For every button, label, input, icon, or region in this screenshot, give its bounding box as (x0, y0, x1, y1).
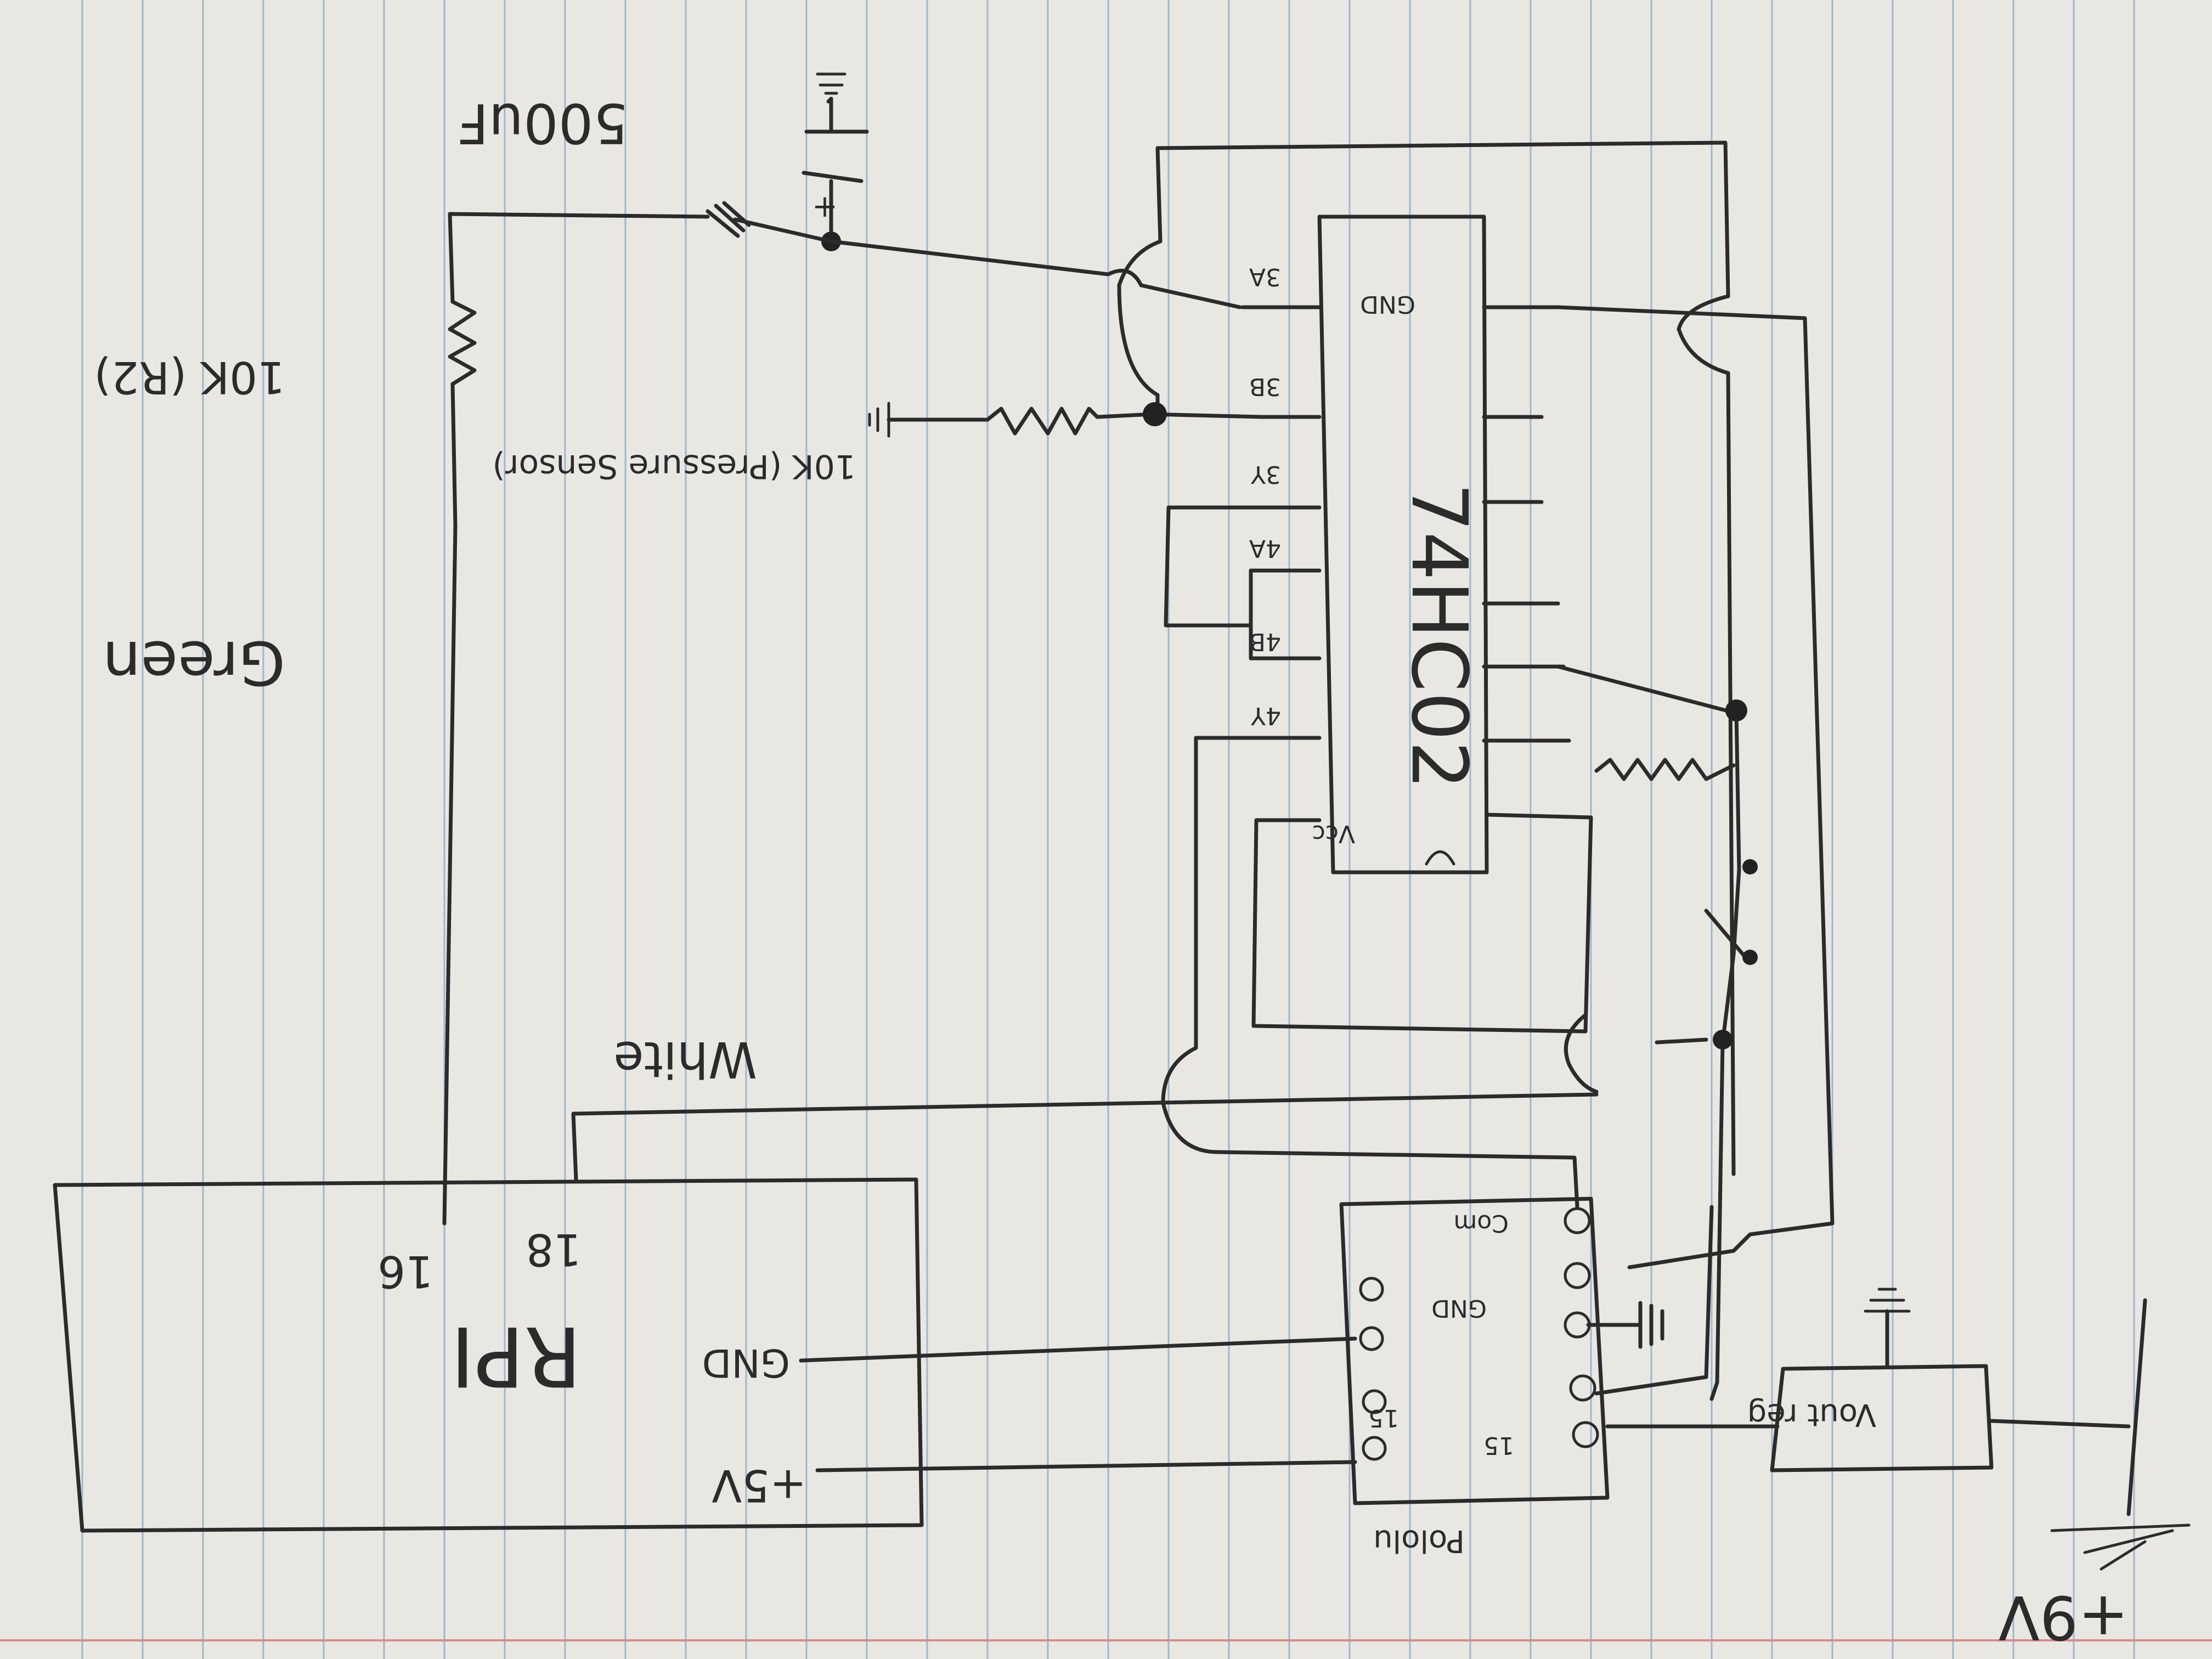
wire-white (571, 1092, 1599, 1182)
node-pot (1143, 402, 1167, 426)
wire-outer-top (1155, 140, 1736, 1176)
rpi-block: RPI 16 18 GND +5V (53, 1177, 924, 1533)
wire-vreg-to-batt (1989, 1419, 2131, 1429)
wire-rpi-5v (815, 1460, 1357, 1472)
wire-pololu-gnd-cap (1586, 1301, 1664, 1349)
pololu-gnd: GND (1431, 1294, 1487, 1322)
chip-label: 74HC02 (1394, 483, 1483, 789)
capacitor-500uf: + 500uF (457, 72, 869, 241)
rpi-pin-5v: +5V (712, 1460, 806, 1511)
pololu-label: Pololu (1373, 1523, 1465, 1559)
rpi-pin-16: 16 (377, 1246, 433, 1297)
pin-gnd: GND (1360, 290, 1415, 318)
resistor-right (1594, 758, 1736, 781)
wire-3y-loop (1164, 505, 1253, 628)
rpi-pin-gnd: GND (702, 1340, 790, 1385)
wire-chip-gnd (1556, 305, 1835, 1269)
chip-74hc02: 74HC02 3A 3B 3Y 4A 4B 4Y Vcc GND (1166, 215, 1571, 874)
battery-9v: +9V (1999, 1298, 2191, 1652)
resistor-top-label: 10K (R2) (94, 352, 285, 403)
pin-4b: 4B (1249, 628, 1281, 656)
white-wire-label: White (613, 1030, 757, 1088)
wire-4y (1161, 736, 1579, 1209)
pololu-15: 15 (1483, 1431, 1514, 1459)
pololu-15b: 15 (1368, 1404, 1399, 1432)
pin-3a: 3A (1249, 263, 1281, 291)
pololu-block: Com GND 15 15 Pololu (1339, 1197, 1610, 1559)
vreg-block: Vout reg (1747, 1288, 1994, 1472)
wire-vcc-hop (1564, 1013, 1599, 1094)
node-r1 (1725, 699, 1747, 721)
rpi-label: RPI (450, 1308, 582, 1403)
node-sw3 (1713, 1030, 1733, 1049)
pin-4y: 4Y (1251, 702, 1281, 730)
wire-cap-to-3a (829, 239, 1242, 309)
pot-10k: 10K (Pressure Sensor) (492, 402, 1264, 486)
wire-3a3b-bridge (1117, 146, 1163, 419)
pot-label: 10K (Pressure Sensor) (492, 447, 856, 486)
node-sw2 (1742, 950, 1758, 965)
resistor-r2: 10K (R2) (94, 201, 833, 1226)
cap-plus-label: + (812, 189, 838, 224)
pin-4a: 4A (1249, 534, 1281, 562)
wire-pololu-vcc (1594, 1205, 1714, 1396)
switch-arm (1704, 909, 1752, 965)
wire-rpi-gnd (799, 1336, 1357, 1363)
pololu-com: Com (1453, 1209, 1509, 1237)
pin-3y: 3Y (1251, 460, 1281, 488)
cap-value-label: 500uF (457, 91, 628, 155)
pin-vcc: Vcc (1312, 820, 1355, 848)
wire-vcc-loop (1251, 812, 1593, 1034)
rpi-pin-18: 18 (526, 1224, 582, 1275)
pin-3b: 3B (1249, 373, 1281, 400)
wire-gnd-hop (1655, 1037, 1708, 1045)
green-wire-label: Green (103, 628, 285, 698)
battery-label: +9V (1999, 1582, 2129, 1652)
node-sw1 (1742, 859, 1758, 874)
